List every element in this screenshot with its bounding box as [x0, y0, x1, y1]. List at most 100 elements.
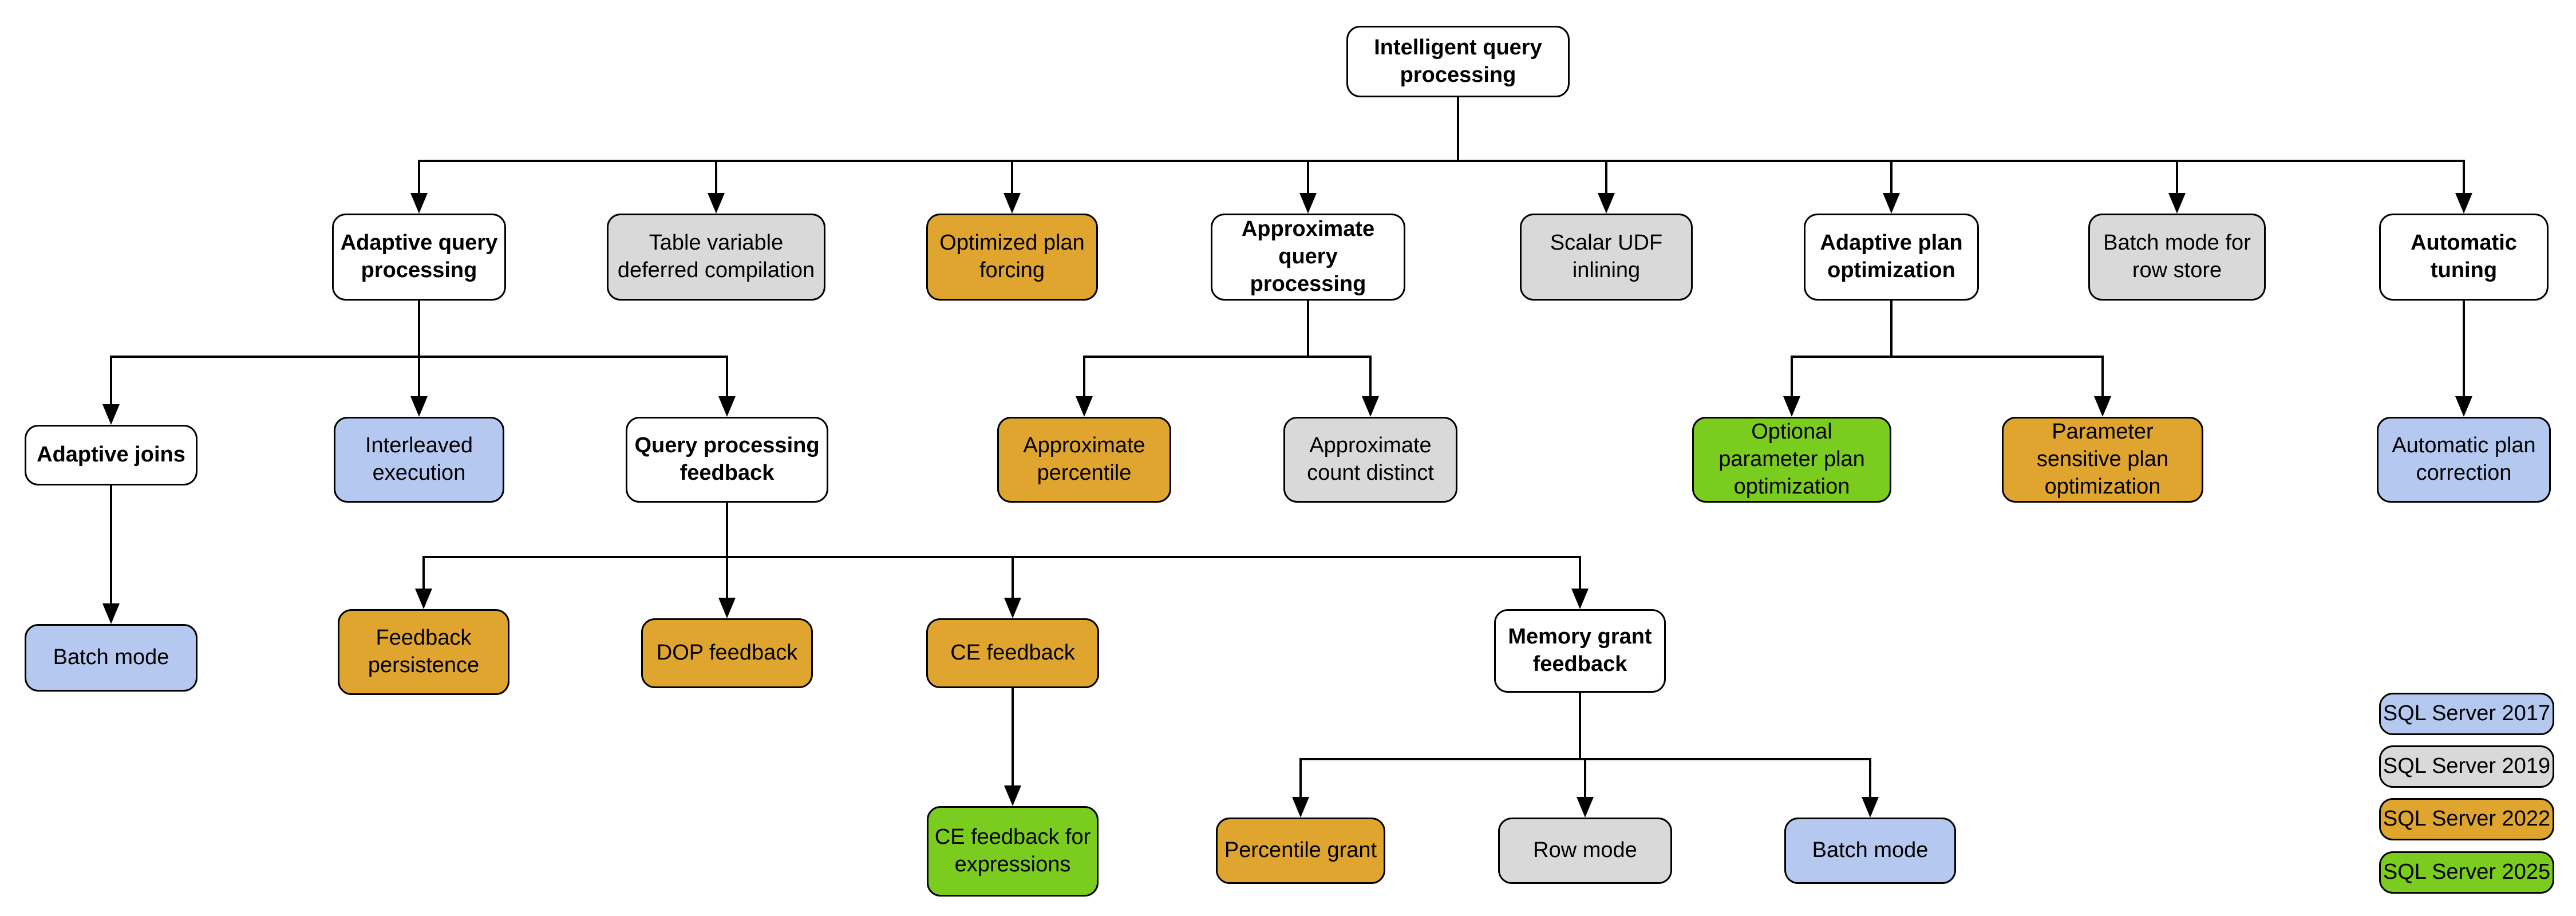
legend-label: SQL Server 2017 — [2383, 701, 2551, 726]
node-label: Optimized plan forcing — [939, 231, 1085, 282]
connector-line — [1083, 357, 1085, 398]
connector-line — [1791, 357, 1793, 398]
arrowhead-icon — [1598, 193, 1615, 214]
connector-line — [2463, 161, 2465, 195]
node-parameter-sensitive-plan-optimization: Parameter sensitive plan optimization — [2002, 417, 2203, 503]
connector-line — [1307, 301, 1309, 357]
node-label: Optional parameter plan optimization — [1718, 420, 1865, 499]
node-batch-mode-adaptive-joins: Batch mode — [25, 624, 197, 692]
connector-line — [418, 161, 420, 195]
node-batch-mode-for-row-store: Batch mode for row store — [2088, 214, 2266, 301]
connector-line — [110, 485, 112, 606]
node-label: Percentile grant — [1224, 838, 1377, 863]
node-label: Automatic tuning — [2411, 231, 2517, 282]
arrowhead-icon — [708, 193, 725, 214]
connector-line — [418, 301, 420, 357]
connector-line — [726, 357, 728, 398]
arrowhead-icon — [1076, 396, 1093, 417]
node-ce-feedback: CE feedback — [926, 618, 1099, 688]
connector-line — [1890, 301, 1893, 357]
legend-item-sql-server-2025: SQL Server 2025 — [2379, 851, 2554, 894]
node-interleaved-execution: Interleaved execution — [334, 417, 504, 503]
node-label: Batch mode — [53, 645, 169, 670]
node-label: Table variable deferred compilation — [617, 231, 815, 282]
connector-line — [1579, 557, 1581, 591]
connector-line — [1457, 97, 1459, 161]
connector-line — [422, 556, 1581, 558]
connector-line — [1012, 688, 1014, 788]
node-dop-feedback: DOP feedback — [641, 618, 813, 688]
node-label: Adaptive query processing — [340, 231, 498, 282]
arrowhead-icon — [1783, 396, 1800, 417]
connector-line — [2463, 301, 2465, 398]
connector-line — [1299, 759, 1302, 799]
arrowhead-icon — [1862, 797, 1879, 818]
connector-line — [2176, 161, 2178, 195]
legend-label: SQL Server 2025 — [2383, 860, 2551, 885]
node-memory-grant-feedback: Memory grant feedback — [1494, 609, 1666, 693]
connector-line — [1869, 759, 1871, 799]
connector-line — [1083, 356, 1372, 358]
arrowhead-icon — [1004, 785, 1021, 806]
node-label: Scalar UDF inlining — [1550, 231, 1663, 282]
node-label: Approximate percentile — [1023, 433, 1145, 485]
node-ce-feedback-for-expressions: CE feedback for expressions — [927, 806, 1099, 897]
legend-item-sql-server-2022: SQL Server 2022 — [2379, 798, 2554, 840]
node-feedback-persistence: Feedback persistence — [338, 609, 509, 695]
connector-line — [418, 357, 420, 398]
connector-line — [1890, 161, 1893, 195]
legend-label: SQL Server 2019 — [2383, 754, 2551, 779]
connector-line — [418, 160, 2465, 162]
node-label: CE feedback — [950, 641, 1075, 665]
node-label: Feedback persistence — [368, 626, 480, 677]
node-adaptive-query-processing: Adaptive query processing — [332, 214, 506, 301]
node-label: Adaptive plan optimization — [1820, 231, 1963, 282]
node-optimized-plan-forcing: Optimized plan forcing — [926, 214, 1098, 301]
connector-line — [1605, 161, 1607, 195]
node-label: Automatic plan correction — [2392, 433, 2536, 485]
arrowhead-icon — [718, 396, 736, 417]
node-adaptive-plan-optimization: Adaptive plan optimization — [1804, 214, 1979, 301]
node-automatic-tuning: Automatic tuning — [2379, 214, 2549, 301]
connector-line — [1791, 356, 2104, 358]
node-label: Memory grant feedback — [1508, 625, 1652, 676]
arrowhead-icon — [1883, 193, 1900, 214]
arrowhead-icon — [2455, 396, 2472, 417]
arrowhead-icon — [1362, 396, 1379, 417]
connector-line — [726, 557, 728, 600]
arrowhead-icon — [1577, 797, 1594, 818]
arrowhead-icon — [102, 603, 120, 624]
node-label: Row mode — [1533, 838, 1637, 863]
node-label: Batch mode for row store — [2103, 231, 2251, 282]
arrowhead-icon — [1004, 598, 1021, 618]
arrowhead-icon — [1299, 193, 1317, 214]
node-approximate-count-distinct: Approximate count distinct — [1283, 417, 1457, 503]
node-scalar-udf-inlining: Scalar UDF inlining — [1520, 214, 1693, 301]
node-row-mode: Row mode — [1498, 818, 1672, 884]
arrowhead-icon — [1292, 797, 1309, 818]
node-label: Interleaved execution — [365, 433, 473, 485]
node-label: CE feedback for expressions — [934, 825, 1091, 876]
connector-line — [715, 161, 717, 195]
node-automatic-plan-correction: Automatic plan correction — [2377, 417, 2551, 503]
connector-line — [1584, 759, 1586, 799]
node-optional-parameter-plan-optimization: Optional parameter plan optimization — [1692, 417, 1891, 503]
node-label: Approximate count distinct — [1307, 433, 1434, 485]
node-percentile-grant: Percentile grant — [1216, 818, 1385, 884]
node-approximate-percentile: Approximate percentile — [997, 417, 1171, 503]
node-approximate-query-processing: Approximate query processing — [1211, 214, 1405, 301]
arrowhead-icon — [1571, 589, 1589, 609]
connector-line — [2101, 357, 2104, 398]
node-label: Adaptive joins — [37, 443, 185, 467]
node-label: Batch mode — [1812, 838, 1929, 863]
legend-item-sql-server-2019: SQL Server 2019 — [2379, 745, 2554, 788]
arrowhead-icon — [2168, 193, 2186, 214]
arrowhead-icon — [2094, 396, 2111, 417]
node-label: Query processing feedback — [634, 433, 820, 485]
connector-line — [422, 557, 425, 591]
node-label: Intelligent query processing — [1374, 35, 1542, 87]
arrowhead-icon — [2455, 193, 2472, 214]
connector-line — [1369, 357, 1372, 398]
legend-item-sql-server-2017: SQL Server 2017 — [2379, 693, 2554, 735]
